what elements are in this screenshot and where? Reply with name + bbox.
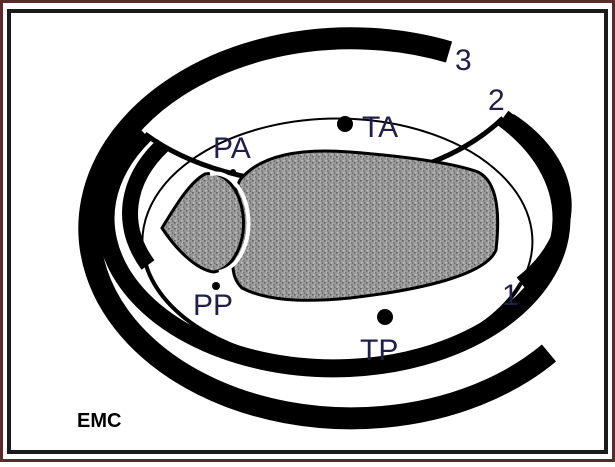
label-tp: TP: [360, 334, 398, 367]
point-tp-dot: [377, 309, 393, 325]
logo-emc: EMC: [77, 410, 121, 432]
label-zone-1: 1: [502, 279, 519, 312]
label-ta: TA: [362, 111, 398, 144]
point-pa-dot: [230, 169, 236, 175]
label-pp: PP: [193, 289, 233, 322]
label-zone-3: 3: [455, 44, 472, 77]
label-pa: PA: [213, 132, 251, 165]
point-ta-dot: [337, 116, 353, 132]
label-zone-2: 2: [488, 84, 505, 117]
